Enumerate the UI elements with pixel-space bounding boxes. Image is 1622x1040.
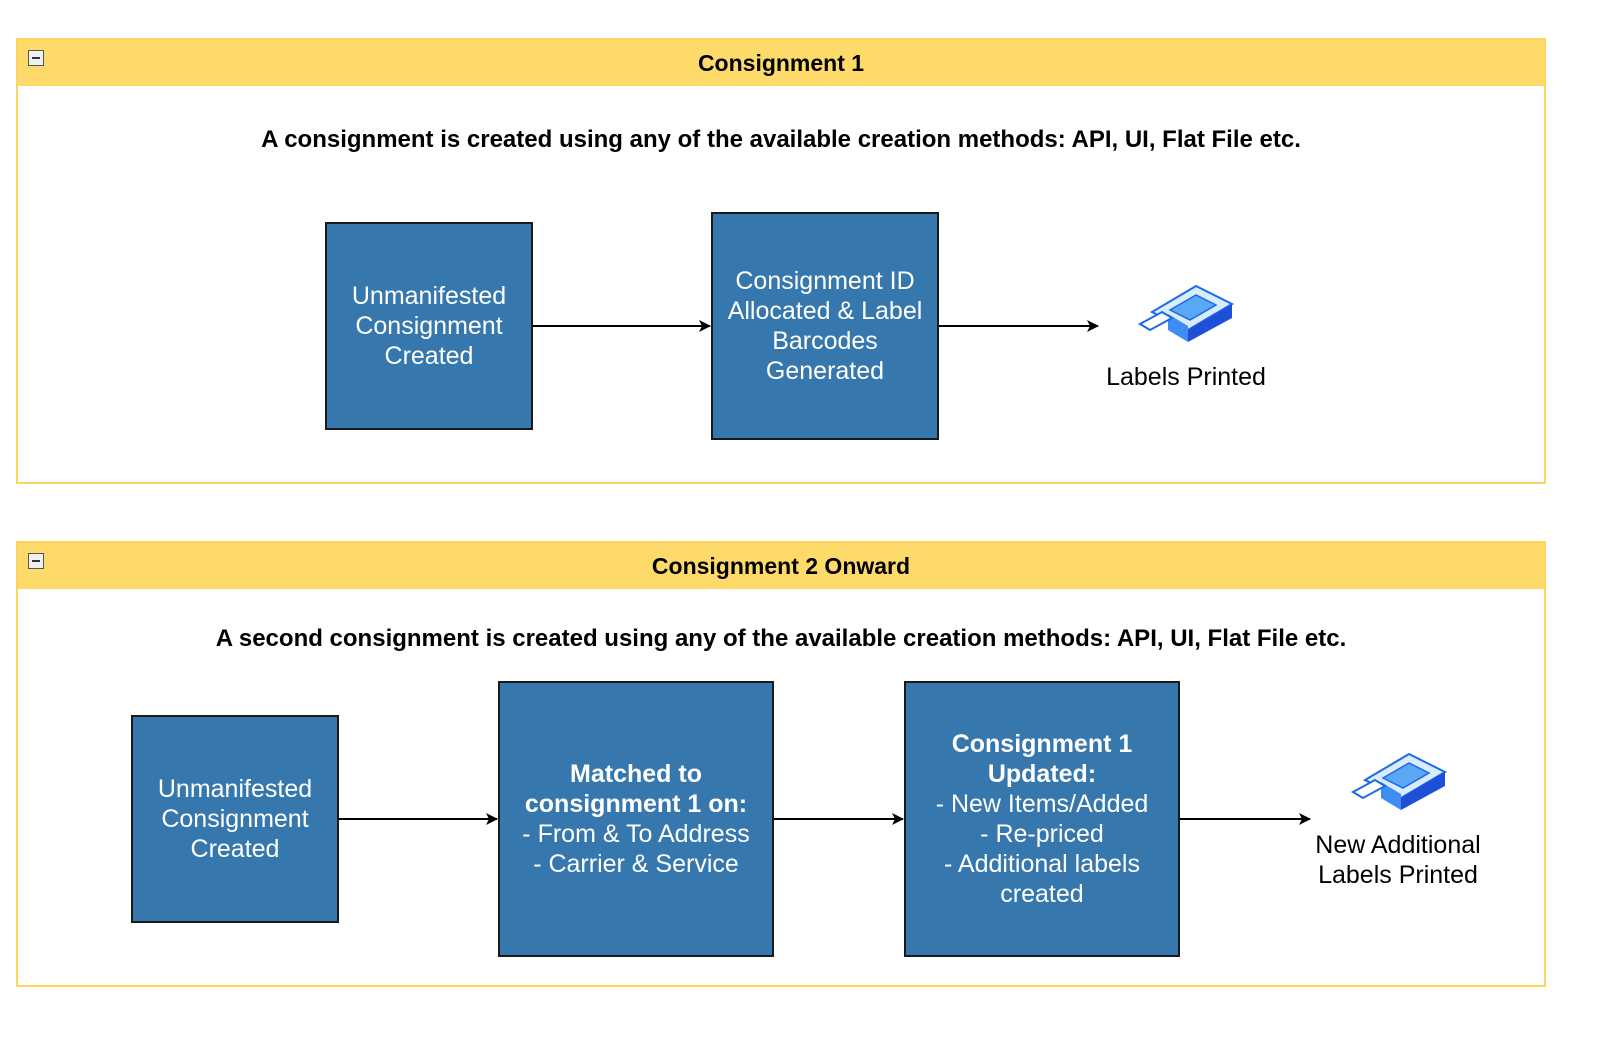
panel-2-title: Consignment 2 Onward <box>651 552 911 579</box>
panel-1-header: Consignment 1 <box>18 40 1544 86</box>
p2-unmanifested-consignment-box: Unmanifested Consignment Created <box>131 715 339 923</box>
panel-1-description: A consignment is created using any of th… <box>261 126 1301 153</box>
p1-unmanifested-consignment-box: Unmanifested Consignment Created <box>325 222 533 430</box>
p2-consignment-updated-box: Consignment 1 Updated: - New Items/Added… <box>904 681 1180 957</box>
panel-2-header: Consignment 2 Onward <box>18 543 1544 589</box>
collapse-icon[interactable] <box>28 50 44 66</box>
p1-labels-printed-label: Labels Printed <box>1106 363 1266 391</box>
p1-consignment-id-allocated-box: Consignment ID Allocated & Label Barcode… <box>711 212 939 440</box>
panel-1-title: Consignment 1 <box>697 49 865 76</box>
p2-matched-to-consignment-box: Matched to consignment 1 on: - From & To… <box>498 681 774 957</box>
p2-new-additional-labels-printed-label: New Additional Labels Printed <box>1315 831 1481 889</box>
panel-2-description: A second consignment is created using an… <box>215 625 1347 652</box>
label-printer-icon <box>1351 752 1447 810</box>
label-printer-icon <box>1138 284 1234 342</box>
collapse-icon[interactable] <box>28 553 44 569</box>
